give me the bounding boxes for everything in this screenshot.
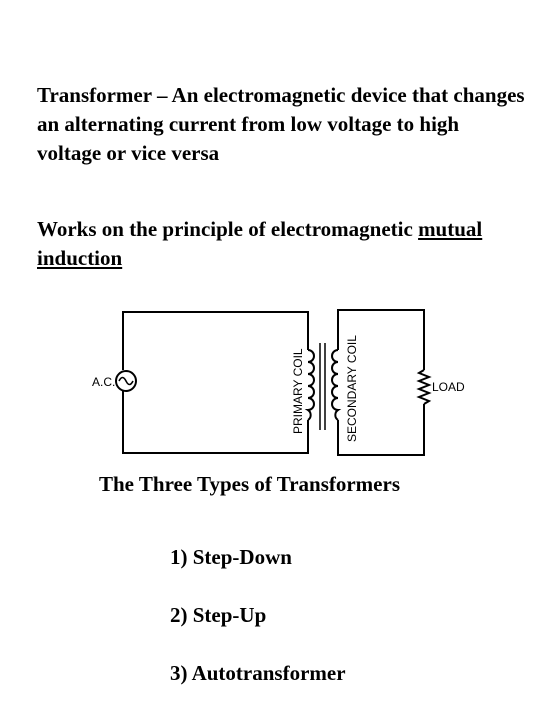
types-heading: The Three Types of Transformers <box>99 472 400 496</box>
secondary-circuit-wire-bottom <box>337 404 425 456</box>
primary-circuit-wire <box>122 311 309 370</box>
ac-wave <box>118 376 134 386</box>
primary-circuit-wire-bottom <box>122 391 309 454</box>
primary-coil-label: PRIMARY COIL <box>291 348 305 434</box>
definition-text: Transformer – An electromagnetic device … <box>37 83 525 165</box>
type-item-autotransformer: 3) Autotransformer <box>170 661 346 685</box>
ac-label: A.C. <box>92 375 115 389</box>
primary-coil <box>304 349 315 421</box>
principle-lead: Works on the principle of electromagneti… <box>37 217 419 241</box>
ac-source-symbol <box>115 370 137 392</box>
type-item-step-up: 2) Step-Up <box>170 603 267 627</box>
secondary-coil <box>331 349 342 421</box>
secondary-coil-label: SECONDARY COIL <box>345 335 359 442</box>
principle-text: Works on the principle of electromagneti… <box>37 215 527 273</box>
load-resistor <box>416 369 432 405</box>
mutual-induction-term: mutual induction <box>37 217 483 270</box>
type-item-step-down: 1) Step-Down <box>170 545 292 569</box>
secondary-circuit-wire <box>337 309 425 370</box>
load-label: LOAD <box>432 380 465 394</box>
